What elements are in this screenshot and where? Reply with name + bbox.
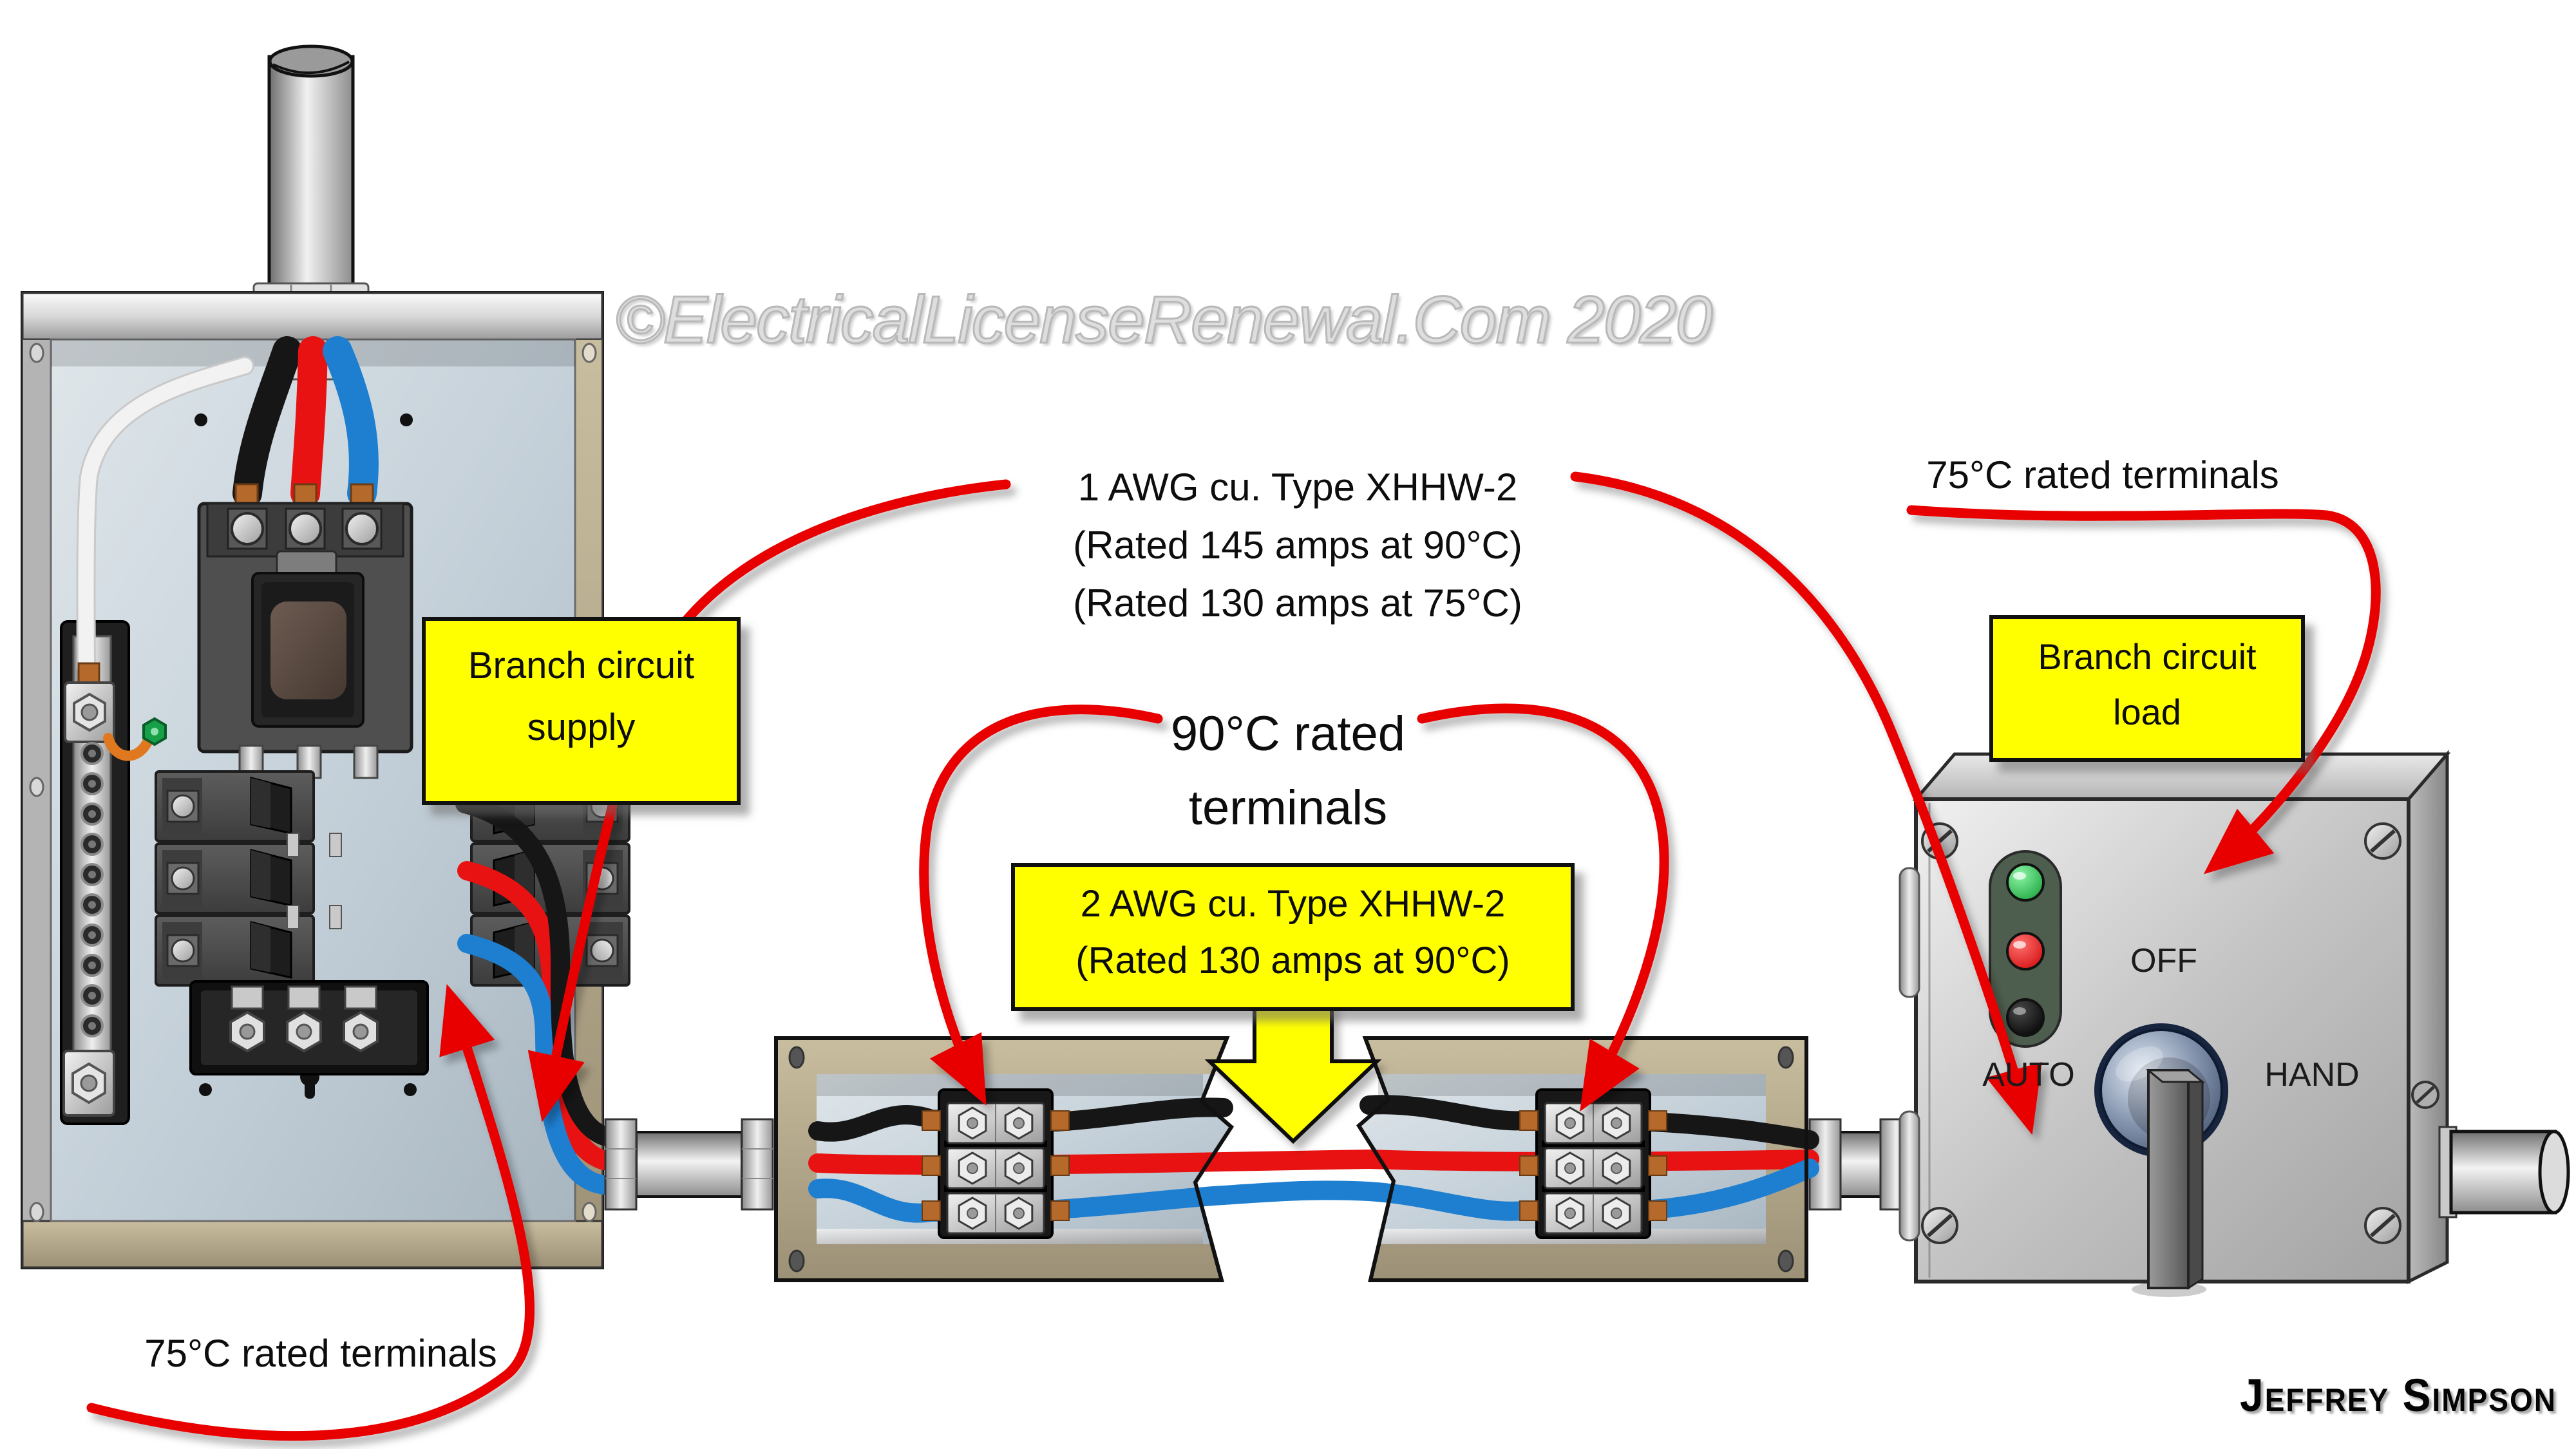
feeder-spec-line2: (Rated 145 amps at 90°C): [1073, 524, 1522, 567]
switch-position-hand-label: HAND: [2264, 1056, 2360, 1094]
panel-screw: [29, 343, 44, 363]
panel-mount-hole: [194, 413, 207, 426]
switch-lever-side: [2187, 1071, 2204, 1290]
supply-label-line1: Branch circuit: [468, 645, 695, 687]
conductor-spec-line1: 2 AWG cu. Type XHHW-2: [1080, 883, 1506, 925]
conduit-nipple-right: [1808, 1118, 1913, 1211]
panel-screw: [582, 1202, 597, 1222]
red-indicator-light: [2006, 932, 2045, 971]
black-indicator-light: [2006, 998, 2045, 1037]
indicator-lights: [1989, 850, 2062, 1048]
terminals-75c-bottom-text: 75°C rated terminals: [144, 1332, 497, 1375]
artist-signature: Jeffrey Simpson: [2240, 1369, 2557, 1421]
supply-label-line2: supply: [527, 706, 636, 748]
load-label-line1: Branch circuit: [2038, 636, 2257, 677]
box-screw: [788, 1249, 805, 1273]
branch-breakers: [155, 770, 630, 987]
switch-position-auto-label: AUTO: [1982, 1056, 2075, 1094]
load-label-line2: load: [2113, 692, 2181, 732]
feeder-wires: [232, 336, 379, 508]
main-breaker-terminal-screws: [227, 507, 383, 550]
box-screw: [1777, 1046, 1794, 1069]
main-breaker-handle: [270, 601, 346, 699]
conductor-spec-line2: (Rated 130 amps at 90°C): [1075, 940, 1510, 981]
feeder-spec-line1: 1 AWG cu. Type XHHW-2: [1077, 466, 1518, 509]
neutral-lug-bottom: [62, 1050, 115, 1117]
terminal-blocks-left: [922, 1088, 1070, 1239]
conduit-nipple-left: [604, 1118, 774, 1211]
panel-mount-hole: [400, 413, 413, 426]
bonding-jumper-wire: [103, 733, 153, 761]
panel-screw: [29, 777, 44, 797]
panel-mount-hole: [404, 1083, 417, 1096]
green-indicator-light: [2006, 863, 2045, 902]
box-screw: [1777, 1249, 1794, 1273]
copper-strands: [350, 483, 374, 505]
terminals-90c-text: 90°C rated terminals: [1095, 697, 1481, 845]
terminals-90c-line1: 90°C rated: [1170, 706, 1406, 761]
branch-circuit-load-label: Branch circuit load: [1989, 615, 2305, 762]
junction-box-right: [1356, 1036, 1819, 1282]
selector-switch: [2094, 1023, 2228, 1297]
watermark: ©ElectricalLicenseRenewal.Com 2020: [614, 282, 1714, 359]
load-conduit-stub: [2438, 1126, 2570, 1218]
cover-screws: [1921, 822, 2439, 1244]
breaker-base-lugs: [189, 980, 429, 1075]
neutral-lug-top: [64, 681, 115, 743]
bonding-screw-green: [142, 717, 167, 746]
terminals-75c-top-text: 75°C rated terminals: [1926, 453, 2279, 497]
arrow-90c-right-terminals: [1417, 703, 1669, 1112]
gap-wires: [1214, 1150, 1379, 1205]
panel-screw: [29, 1202, 44, 1222]
feeder-conductor-spec-text: 1 AWG cu. Type XHHW-2 (Rated 145 amps at…: [1043, 459, 1552, 632]
arrow-90c-left-terminals: [919, 705, 1163, 1106]
supply-panel: [21, 44, 630, 1269]
switch-lever: [2147, 1069, 2190, 1289]
terminal-blocks-right: [1519, 1088, 1667, 1239]
control-box: [1899, 750, 2570, 1297]
branch-circuit-supply-label: Branch circuit supply: [422, 617, 741, 805]
junction-box-left: [774, 1036, 1234, 1282]
arrow-75c-breaker-terminals: [86, 983, 535, 1441]
terminals-90c-line2: terminals: [1188, 781, 1388, 835]
box-screw: [788, 1046, 805, 1069]
callout-arrows: [86, 471, 2381, 1441]
yellow-pointer-arrow: [1204, 1000, 1382, 1144]
hinge: [1899, 867, 1920, 1242]
panel-screw: [582, 343, 597, 363]
arrow-feeder-to-controller: [1570, 471, 2042, 1135]
panel-mount-hole: [199, 1083, 212, 1096]
conductor-spec-label: 2 AWG cu. Type XHHW-2 (Rated 130 amps at…: [1011, 863, 1575, 1011]
copper-strands: [293, 483, 317, 505]
main-breaker: [197, 502, 413, 779]
neutral-bus-screws: [80, 742, 104, 1037]
switch-position-off-label: OFF: [2130, 942, 2197, 980]
arrow-75c-load-terminals: [1906, 505, 2381, 875]
copper-strands: [77, 662, 100, 685]
feeder-spec-line3: (Rated 130 amps at 75°C): [1073, 582, 1522, 625]
copper-strands: [234, 483, 259, 505]
